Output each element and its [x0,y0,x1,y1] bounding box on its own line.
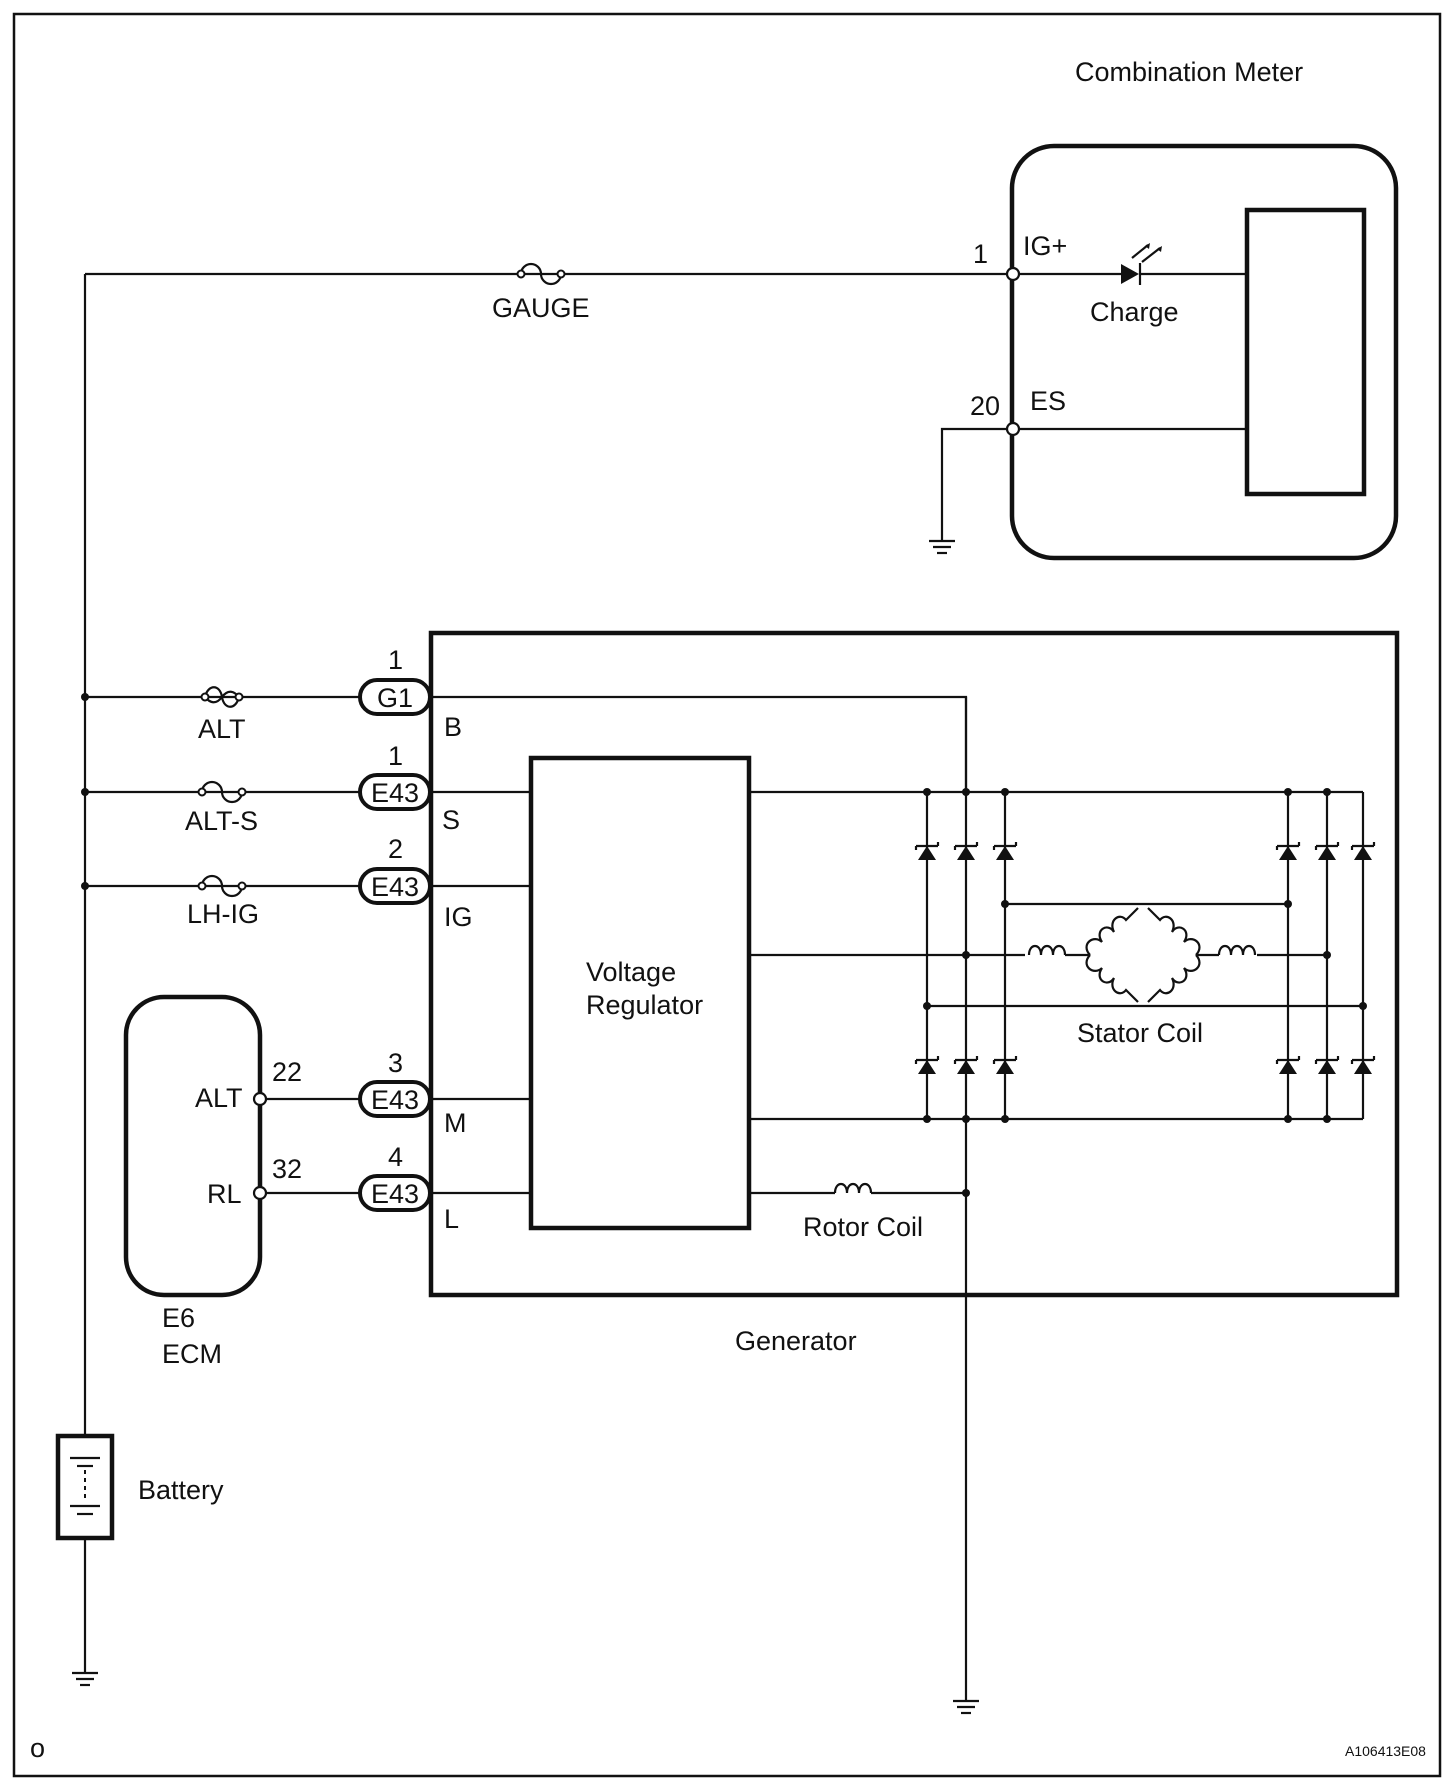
ecm-code: E6 [162,1303,195,1333]
connector-e43-ig-label: E43 [371,872,419,902]
diagram-border [12,12,1442,1778]
label-ig-plus: IG+ [1023,231,1067,261]
pin-es: 20 [970,391,1000,421]
es-terminal [1005,421,1021,437]
connector-e43-l [358,1174,432,1212]
battery-icon [70,1456,100,1516]
figure-id: A106413E08 [1345,1743,1426,1759]
junction-dots [923,788,1367,1197]
label-es: ES [1030,386,1066,416]
gauge-fuse-label: GAUGE [492,293,590,323]
connector-g1-label: G1 [377,683,413,713]
connector-e43-ig-pin: 2 [388,834,403,864]
connector-e43-s-pin: 1 [388,741,403,771]
combination-meter-box [1009,143,1399,561]
connector-e43-l-label: E43 [371,1179,419,1209]
pin-ig: 1 [973,239,988,269]
connector-e43-m-pin: 3 [388,1048,403,1078]
terminal-l: L [444,1204,459,1234]
ecm-box [123,994,263,1298]
footer-left-mark: o [30,1733,45,1763]
lh-ig-fuse [197,874,247,898]
ecm-rl-terminal [252,1185,268,1201]
connector-e43-m-label: E43 [371,1085,419,1115]
terminal-s: S [442,805,460,835]
ground-icon [70,1671,100,1687]
connector-g1-pin: 1 [388,645,403,675]
connector-e43-m [358,1080,432,1118]
ecm-rl-pin: 32 [272,1154,302,1184]
rotor-coil-label: Rotor Coil [803,1212,923,1242]
ecm-alt-pin: 22 [272,1057,302,1087]
voltage-regulator-box [528,755,752,1231]
stator-coil-icon [1085,907,1201,1003]
ground-icon [951,1699,981,1715]
lh-ig-fuse-label: LH-IG [187,899,259,929]
connector-e43-s [358,773,432,811]
voltage-regulator-label-1: Voltage [586,957,676,987]
terminal-b: B [444,712,462,742]
connector-e43-ig [358,867,432,905]
gauge-fuse [516,262,566,286]
combination-meter-title: Combination Meter [1075,57,1303,87]
charge-led-icon [1121,264,1139,284]
battery-label: Battery [138,1475,224,1505]
ecm-rl-label: RL [207,1179,242,1209]
light-rays-icon [1131,243,1162,263]
voltage-regulator-label-2: Regulator [586,990,703,1020]
ecm-alt-label: ALT [195,1083,243,1113]
generator-title: Generator [735,1326,857,1356]
alt-fuse [200,686,244,708]
connector-e43-s-label: E43 [371,778,419,808]
connector-e43-l-pin: 4 [388,1142,403,1172]
stator-coil-right-icon [1217,944,1257,957]
ecm-name: ECM [162,1339,222,1369]
alt-fuse-label: ALT [198,714,246,744]
ground-icon [927,539,957,555]
stator-coil-label: Stator Coil [1077,1018,1203,1048]
terminal-ig: IG [444,902,473,932]
meter-inner-block [1244,207,1367,497]
alt-s-fuse-label: ALT-S [185,806,258,836]
terminal-m: M [444,1108,467,1138]
charge-lamp-label: Charge [1090,297,1179,327]
alt-s-fuse [197,780,247,804]
stator-coil-left-icon [1027,944,1067,957]
connector-g1 [358,678,432,716]
generator-box [428,630,1400,1298]
ecm-alt-terminal [252,1091,268,1107]
rotor-coil-icon [833,1182,873,1195]
ig-plus-terminal [1005,266,1021,282]
